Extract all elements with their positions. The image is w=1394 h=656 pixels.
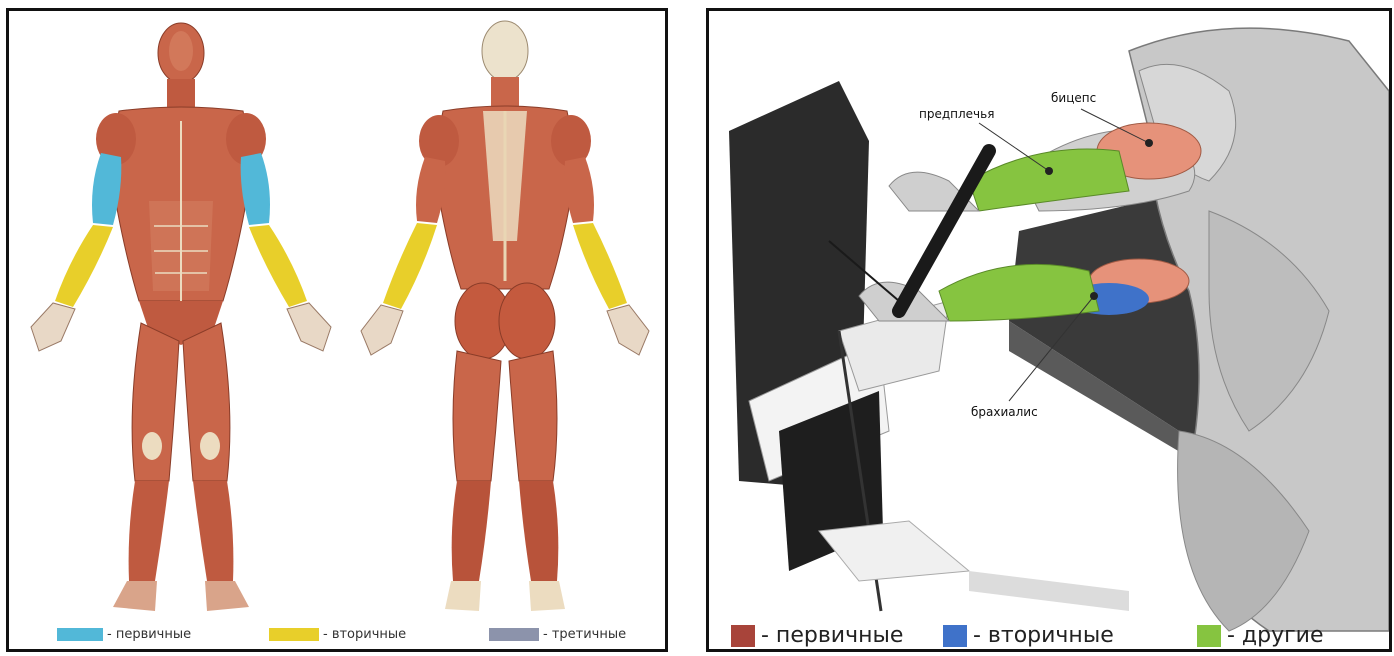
callout-forearms: предплечья bbox=[919, 107, 994, 121]
legend-label-primary: - первичные bbox=[107, 627, 191, 642]
callout-brachialis: брахиалис bbox=[971, 405, 1038, 419]
legend-label-tertiary: - третичные bbox=[543, 627, 626, 642]
legend-swatch-primary bbox=[57, 628, 103, 641]
right-legend-label-other: - другие bbox=[1227, 623, 1324, 648]
right-legend-item-secondary: - вторичные bbox=[943, 623, 1114, 648]
anatomy-figures bbox=[9, 11, 665, 649]
callout-biceps: бицепс bbox=[1051, 91, 1096, 105]
right-legend-label-secondary: - вторичные bbox=[973, 623, 1114, 648]
legend-item-tertiary: - третичные bbox=[489, 627, 626, 642]
right-legend-item-primary: - первичные bbox=[731, 623, 903, 648]
right-legend-item-other: - другие bbox=[1197, 623, 1324, 648]
right-legend-swatch-secondary bbox=[943, 625, 967, 647]
right-legend-swatch-other bbox=[1197, 625, 1221, 647]
back-body-figure bbox=[361, 21, 649, 611]
right-legend-label-primary: - первичные bbox=[761, 623, 903, 648]
legend-item-primary: - первичные bbox=[57, 627, 191, 642]
legend-item-secondary: - вторичные bbox=[269, 627, 406, 642]
legend-swatch-secondary bbox=[269, 628, 319, 641]
anatomy-panel-front-back: - первичные - вторичные - третичные bbox=[6, 8, 668, 652]
exercise-illustration-panel: предплечья бицепс брахиалис - первичные … bbox=[706, 8, 1392, 652]
preacher-curl-illustration bbox=[709, 11, 1389, 649]
legend-label-secondary: - вторичные bbox=[323, 627, 406, 642]
right-legend-swatch-primary bbox=[731, 625, 755, 647]
legend-swatch-tertiary bbox=[489, 628, 539, 641]
front-body-figure bbox=[31, 23, 331, 611]
